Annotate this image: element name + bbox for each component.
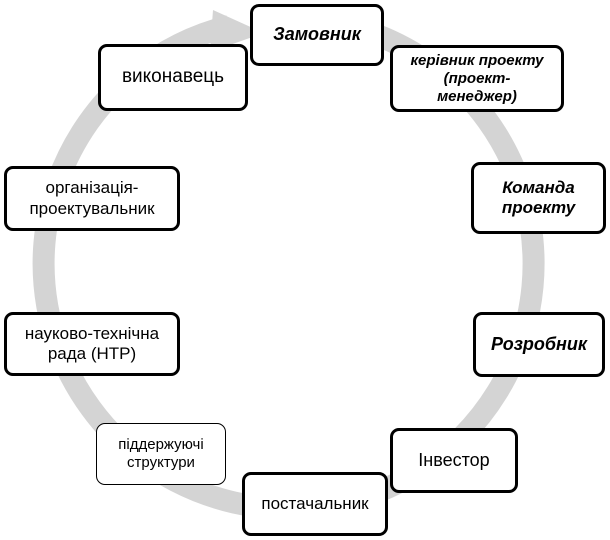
cycle-arrow-head bbox=[210, 10, 264, 52]
node-postachalnyk: постачальник bbox=[242, 472, 388, 536]
node-rozrobnyk: Розробник bbox=[473, 312, 605, 377]
node-vykonavets-label: виконавець bbox=[121, 66, 225, 88]
node-pidtrymuiuchi-struktury: піддержуючі структури bbox=[96, 423, 226, 485]
node-org-line-2: проектувальник bbox=[29, 198, 155, 218]
node-komanda-line-2: проекту bbox=[501, 198, 576, 217]
node-org-line-1: організація- bbox=[45, 178, 139, 198]
node-kerivnyk-line-3: менеджер) bbox=[437, 87, 517, 105]
node-zamovnyk: Замовник bbox=[250, 4, 384, 66]
node-rozrobnyk-label: Розробник bbox=[490, 333, 588, 354]
node-naukovo-tekhnichna-rada: науково-технічна рада (НТР) bbox=[4, 312, 180, 376]
node-postachalnyk-label: постачальник bbox=[261, 493, 369, 513]
node-zamovnyk-label: Замовник bbox=[273, 24, 361, 45]
node-investor-label: Інвестор bbox=[418, 449, 490, 470]
node-orhanizatsiia-proektuvalnyk: організація- проектувальник bbox=[4, 166, 180, 231]
node-komanda-line-1: Команда bbox=[502, 177, 575, 197]
node-pidtr-line-2: структури bbox=[127, 454, 195, 471]
node-ntr-line-1: науково-технічна bbox=[24, 323, 160, 343]
node-kerivnyk-line-1: керівник проекту bbox=[410, 51, 544, 69]
node-investor: Інвестор bbox=[390, 428, 518, 493]
node-pidtr-line-1: піддержуючі bbox=[118, 436, 204, 453]
node-kerivnyk-line-2: (проект- bbox=[443, 69, 511, 87]
node-ntr-line-2: рада (НТР) bbox=[47, 344, 137, 363]
node-kerivnyk-proektu: керівник проекту (проект- менеджер) bbox=[390, 45, 564, 112]
node-komanda-proektu: Команда проекту bbox=[471, 162, 606, 234]
node-vykonavets: виконавець bbox=[98, 44, 248, 111]
